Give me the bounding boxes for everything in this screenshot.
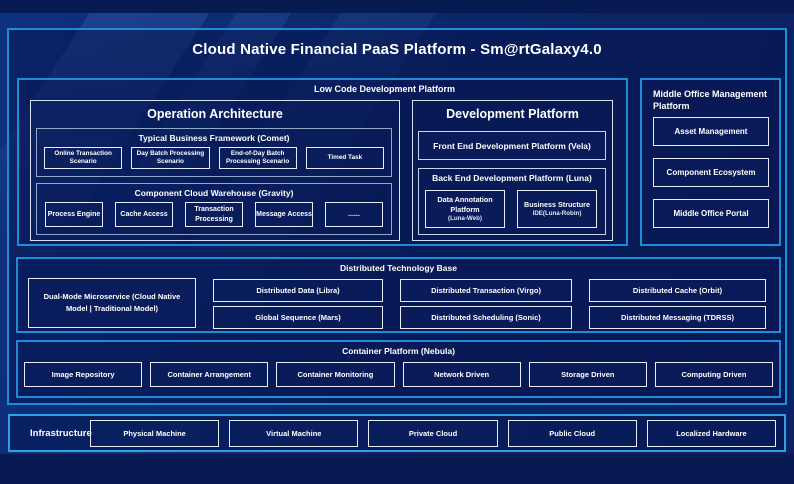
infrastructure-items-row: Physical Machine Virtual Machine Private… bbox=[90, 419, 777, 447]
dual-mode-microservice-box: Dual-Mode Microservice (Cloud Native Mod… bbox=[28, 278, 196, 328]
infrastructure-section: Infrastructure Physical Machine Virtual … bbox=[8, 414, 786, 452]
luna-item-sub: IDE(Luna-Robin) bbox=[532, 209, 582, 217]
middle-office-item-asset-management: Asset Management bbox=[653, 117, 769, 146]
comet-title: Typical Business Framework (Comet) bbox=[138, 133, 290, 143]
container-item-image-repository: Image Repository bbox=[24, 362, 143, 387]
infrastructure-item-public-cloud: Public Cloud bbox=[507, 419, 637, 447]
container-item-computing-driven: Computing Driven bbox=[654, 362, 774, 387]
development-platform-title: Development Platform bbox=[446, 107, 579, 121]
gravity-item-message-access: Message Access bbox=[255, 202, 313, 227]
luna-title: Back End Development Platform (Luna) bbox=[432, 173, 592, 183]
infrastructure-item-private-cloud: Private Cloud bbox=[368, 419, 498, 447]
back-end-platform-luna-box: Back End Development Platform (Luna) Dat… bbox=[418, 168, 606, 235]
gravity-item-process-engine: Process Engine bbox=[45, 202, 103, 227]
luna-item-sub: (Luna-Web) bbox=[448, 214, 482, 222]
container-item-network-driven: Network Driven bbox=[402, 362, 521, 387]
container-platform-items-row: Image Repository Container Arrangement C… bbox=[18, 356, 779, 387]
luna-item-name: Business Structure bbox=[524, 200, 590, 210]
luna-item-business-structure: Business Structure IDE(Luna-Robin) bbox=[517, 190, 597, 228]
distributed-technology-base-section: Distributed Technology Base Dual-Mode Mi… bbox=[16, 257, 781, 333]
comet-item-online-transaction: Online Transaction Scenario bbox=[44, 147, 123, 169]
low-code-section-title: Low Code Development Platform bbox=[313, 84, 456, 94]
middle-office-title: Middle Office Management Platform bbox=[653, 89, 768, 112]
middle-office-management-section: Middle Office Management Platform Asset … bbox=[640, 78, 781, 246]
component-cloud-warehouse-box: Component Cloud Warehouse (Gravity) Proc… bbox=[36, 183, 392, 235]
middle-office-item-component-ecosystem: Component Ecosystem bbox=[653, 158, 769, 187]
container-item-storage-driven: Storage Driven bbox=[528, 362, 647, 387]
luna-item-name: Data Annotation Platform bbox=[437, 195, 493, 214]
gravity-title: Component Cloud Warehouse (Gravity) bbox=[134, 188, 294, 198]
middle-office-item-portal: Middle Office Portal bbox=[653, 199, 769, 228]
distributed-item-global-sequence-mars: Global Sequence (Mars) bbox=[213, 306, 383, 329]
infrastructure-item-physical-machine: Physical Machine bbox=[90, 419, 220, 447]
distributed-item-data-libra: Distributed Data (Libra) bbox=[213, 279, 383, 302]
page-title: Cloud Native Financial PaaS Platform - S… bbox=[192, 41, 602, 58]
distributed-item-transaction-virgo: Distributed Transaction (Virgo) bbox=[400, 279, 572, 302]
gravity-item-more: ...... bbox=[325, 202, 383, 227]
background-band bbox=[0, 13, 794, 454]
infrastructure-item-virtual-machine: Virtual Machine bbox=[229, 419, 359, 447]
comet-item-timed-task: Timed Task bbox=[305, 147, 384, 169]
distributed-item-scheduling-sonic: Distributed Scheduling (Sonic) bbox=[400, 306, 572, 329]
distributed-item-messaging-tdrss: Distributed Messaging (TDRSS) bbox=[589, 306, 766, 329]
gravity-item-cache-access: Cache Access bbox=[115, 202, 173, 227]
container-platform-title: Container Platform (Nebula) bbox=[342, 346, 455, 356]
low-code-development-platform-section: Low Code Development Platform Operation … bbox=[17, 78, 628, 246]
container-item-arrangement: Container Arrangement bbox=[150, 362, 269, 387]
operation-architecture-box: Operation Architecture Typical Business … bbox=[30, 100, 400, 241]
luna-item-data-annotation: Data Annotation Platform (Luna-Web) bbox=[425, 190, 505, 228]
infrastructure-title: Infrastructure bbox=[30, 427, 92, 439]
gravity-items-row: Process Engine Cache Access Transaction … bbox=[37, 198, 391, 227]
distributed-item-cache-orbit: Distributed Cache (Orbit) bbox=[589, 279, 766, 302]
gravity-item-transaction-processing: Transaction Processing bbox=[185, 202, 243, 227]
comet-item-end-of-day-batch: End-of-Day Batch Processing Scenario bbox=[218, 147, 297, 169]
distributed-base-title: Distributed Technology Base bbox=[340, 263, 457, 273]
container-item-monitoring: Container Monitoring bbox=[276, 362, 395, 387]
development-platform-box: Development Platform Front End Developme… bbox=[412, 100, 613, 241]
front-end-platform-vela: Front End Development Platform (Vela) bbox=[418, 131, 606, 160]
infrastructure-item-localized-hardware: Localized Hardware bbox=[646, 419, 777, 447]
container-platform-section: Container Platform (Nebula) Image Reposi… bbox=[16, 340, 781, 398]
comet-items-row: Online Transaction Scenario Day Batch Pr… bbox=[37, 143, 391, 169]
comet-item-day-batch: Day Batch Processing Scenario bbox=[131, 147, 210, 169]
operation-architecture-title: Operation Architecture bbox=[147, 107, 283, 121]
main-panel: Cloud Native Financial PaaS Platform - S… bbox=[7, 28, 787, 405]
typical-business-framework-box: Typical Business Framework (Comet) Onlin… bbox=[36, 128, 392, 177]
